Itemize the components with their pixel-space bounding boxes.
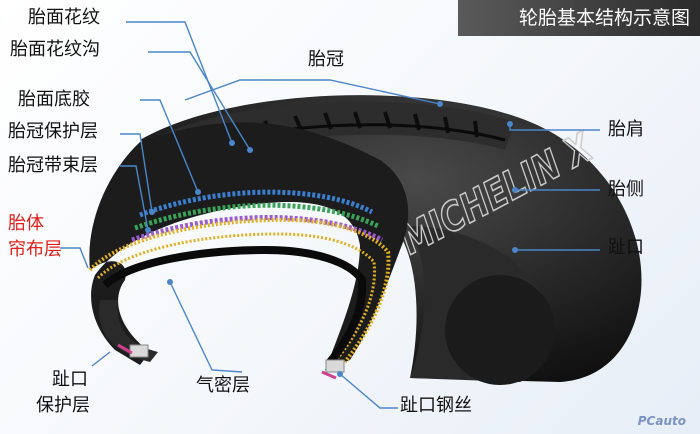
- callout-dot: [437, 101, 443, 107]
- callout-bead-protect: [91, 351, 111, 367]
- carcass-ply-inner: [96, 232, 377, 359]
- label-bead-protect-line1: 趾口: [52, 369, 88, 390]
- belt-layer-blue: [139, 189, 374, 218]
- label-carcass-line1: 胎体: [8, 213, 44, 234]
- callout-dot: [167, 279, 173, 285]
- rim-opening: [445, 275, 555, 385]
- callout-dot: [229, 140, 235, 146]
- label-tread-groove: 胎面花纹沟: [10, 39, 100, 60]
- cross-section-rubber: [89, 122, 409, 370]
- callout-tread-base: [140, 99, 199, 193]
- diagram-title: 轮胎基本结构示意图: [458, 0, 700, 36]
- callout-crown-protect: [120, 133, 153, 213]
- watermark-logo: PCauto: [637, 414, 686, 428]
- left-bead-wire: [129, 344, 149, 358]
- callout-inner-liner: [169, 281, 243, 373]
- label-crown-belt: 胎冠带束层: [8, 155, 98, 176]
- callout-dot: [145, 227, 151, 233]
- label-bead-wire: 趾口钢丝: [400, 395, 472, 416]
- label-carcass-line2: 帘布层: [8, 239, 62, 260]
- callout-dot: [337, 371, 343, 377]
- label-bead: 趾口: [608, 237, 644, 258]
- callout-crown-belt: [120, 165, 149, 231]
- right-bead-chafer: [321, 370, 337, 380]
- callout-dot: [149, 209, 155, 215]
- callout-dot: [247, 147, 253, 153]
- right-bead-wire: [325, 359, 345, 373]
- callout-tread: [126, 21, 233, 144]
- label-tread: 胎面花纹: [28, 7, 100, 28]
- label-sidewall: 胎侧: [608, 179, 644, 200]
- callout-dot: [512, 247, 518, 253]
- belt-layer-purple: [131, 215, 384, 243]
- label-crown-protect: 胎冠保护层: [8, 121, 98, 142]
- callout-dot: [507, 121, 513, 127]
- belt-layer-green: [134, 202, 380, 231]
- tread-surface: [150, 101, 515, 170]
- label-tread-base: 胎面底胶: [18, 89, 90, 110]
- callout-bead-wire: [339, 373, 398, 409]
- callout-carcass: [60, 247, 89, 269]
- left-bead-flange: [99, 300, 158, 362]
- label-bead-protect-line2: 保护层: [36, 395, 90, 416]
- label-crown: 胎冠: [308, 49, 344, 70]
- label-shoulder: 胎肩: [608, 119, 644, 140]
- callout-dot: [195, 189, 201, 195]
- callout-dots: [145, 101, 518, 377]
- callout-crown: [184, 79, 441, 105]
- inner-liner: [102, 245, 367, 365]
- label-inner-liner: 气密层: [196, 375, 250, 396]
- callout-tread-groove: [148, 51, 251, 151]
- callout-dot: [512, 187, 518, 193]
- left-bead-chafer: [117, 343, 133, 355]
